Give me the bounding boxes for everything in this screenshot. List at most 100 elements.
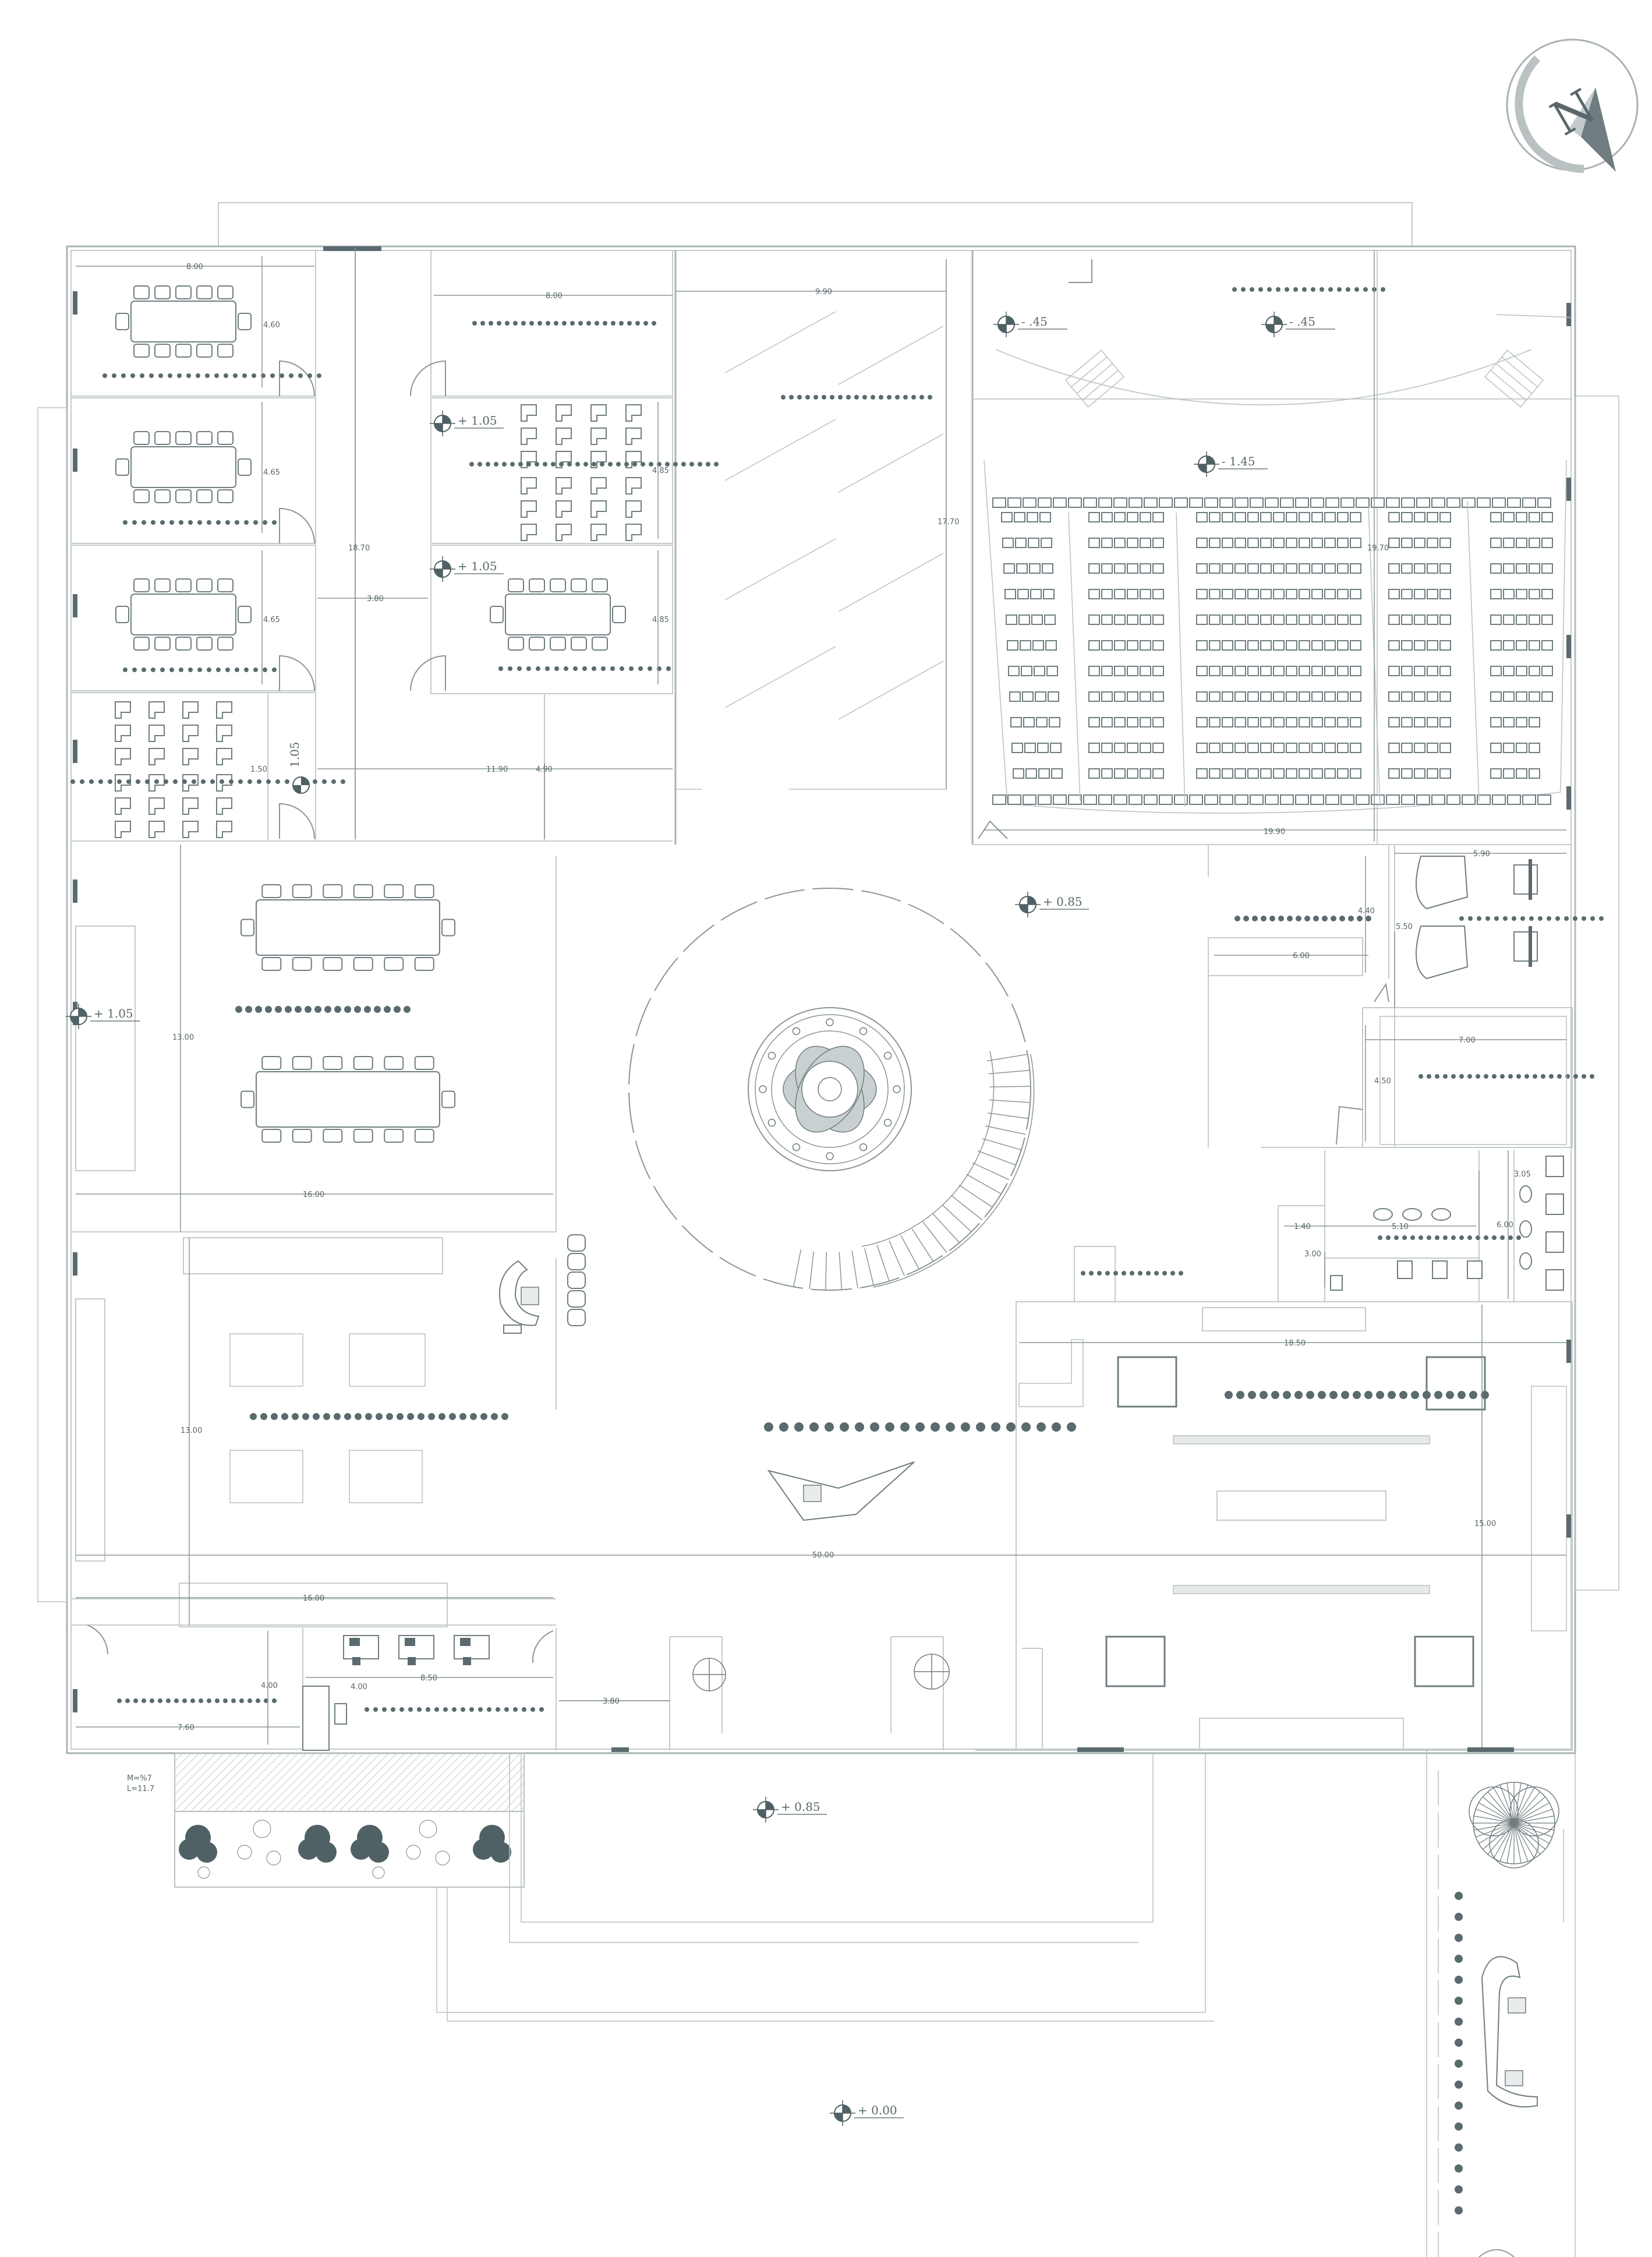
path-dot bbox=[188, 667, 193, 672]
path-dot bbox=[1582, 1074, 1586, 1079]
path-dot bbox=[391, 1707, 395, 1712]
chair-icon bbox=[323, 1129, 343, 1143]
path-dot bbox=[1455, 2060, 1463, 2068]
seat bbox=[1219, 794, 1233, 805]
seat bbox=[1311, 512, 1323, 522]
path-dot bbox=[1341, 1391, 1349, 1399]
path-dot bbox=[229, 779, 234, 784]
path-dot bbox=[207, 520, 211, 525]
path-dot bbox=[620, 666, 624, 671]
path-dot bbox=[192, 779, 196, 784]
path-dot bbox=[1366, 916, 1371, 921]
path-dot bbox=[1081, 1271, 1085, 1276]
path-dot bbox=[504, 1707, 509, 1712]
palm-frond bbox=[1482, 1822, 1515, 1850]
level-marker: - .45 bbox=[1261, 312, 1335, 337]
seat bbox=[1439, 589, 1451, 599]
stair-tread bbox=[989, 1069, 1030, 1075]
path-dot bbox=[1476, 1074, 1480, 1079]
path-dot bbox=[407, 1413, 414, 1420]
seat bbox=[1401, 538, 1413, 548]
seat bbox=[1152, 666, 1164, 676]
seat bbox=[1260, 691, 1272, 702]
path-dot bbox=[665, 462, 670, 467]
seat bbox=[1247, 691, 1259, 702]
desk-chair-icon bbox=[182, 821, 199, 838]
path-dot bbox=[151, 520, 155, 525]
path-dot bbox=[270, 373, 275, 378]
seat bbox=[1286, 563, 1297, 574]
path-dot bbox=[1494, 916, 1499, 921]
path-dot bbox=[1418, 1235, 1423, 1240]
path-dot bbox=[498, 666, 503, 671]
seat bbox=[1280, 497, 1294, 508]
seat bbox=[1027, 512, 1038, 522]
seat bbox=[1159, 794, 1173, 805]
seat bbox=[1140, 512, 1151, 522]
palm-frond bbox=[1513, 1785, 1529, 1824]
path-dot bbox=[225, 667, 230, 672]
seat bbox=[1503, 717, 1515, 727]
seat bbox=[1427, 538, 1438, 548]
student-desk bbox=[216, 701, 232, 719]
path-dot bbox=[98, 779, 103, 784]
path-dot bbox=[1376, 1391, 1384, 1399]
seat bbox=[1129, 794, 1142, 805]
path-dot bbox=[487, 1707, 491, 1712]
seat bbox=[1042, 563, 1053, 574]
bolt bbox=[759, 1085, 767, 1093]
seat bbox=[1015, 538, 1027, 548]
seat bbox=[1234, 640, 1246, 651]
path-dot bbox=[1451, 1235, 1456, 1240]
seat bbox=[1152, 614, 1164, 625]
bolt bbox=[883, 1118, 892, 1127]
path-dot bbox=[632, 462, 637, 467]
seat bbox=[1529, 717, 1540, 727]
seat bbox=[1222, 768, 1233, 779]
seat bbox=[1490, 717, 1502, 727]
student-desk bbox=[590, 477, 607, 495]
path-dot bbox=[179, 667, 183, 672]
student-desk bbox=[556, 404, 572, 422]
path-dot bbox=[1435, 1074, 1439, 1079]
seat bbox=[1174, 794, 1188, 805]
student-desk bbox=[521, 524, 537, 541]
path-dot bbox=[592, 462, 596, 467]
seat bbox=[1114, 512, 1126, 522]
path-dot bbox=[1590, 916, 1595, 921]
table-top bbox=[505, 594, 611, 635]
path-dot bbox=[472, 321, 477, 326]
path-dot bbox=[616, 462, 621, 467]
seat bbox=[1388, 538, 1400, 548]
seat bbox=[1503, 768, 1515, 779]
chair-icon bbox=[133, 489, 150, 503]
seat bbox=[1356, 794, 1370, 805]
seat bbox=[1414, 512, 1425, 522]
seat bbox=[1337, 666, 1349, 676]
path-dot bbox=[434, 1707, 439, 1712]
svg-text:4.00: 4.00 bbox=[261, 1682, 278, 1690]
seat bbox=[1516, 589, 1527, 599]
path-dot bbox=[302, 1413, 309, 1420]
chair-icon bbox=[384, 884, 404, 898]
path-dot bbox=[174, 1698, 179, 1703]
palm-frond bbox=[1513, 1809, 1552, 1824]
path-dot bbox=[1434, 1391, 1442, 1399]
seat bbox=[1490, 666, 1502, 676]
seat bbox=[1427, 743, 1438, 753]
seat bbox=[1152, 717, 1164, 727]
stair-tread bbox=[972, 1162, 1010, 1181]
seat bbox=[1273, 538, 1285, 548]
path-dot bbox=[1339, 916, 1345, 921]
svg-text:6.00: 6.00 bbox=[1497, 1221, 1513, 1230]
path-dot bbox=[779, 1422, 788, 1432]
path-dot bbox=[133, 1698, 138, 1703]
path-dot bbox=[1529, 916, 1534, 921]
palm-frond bbox=[1482, 1796, 1515, 1824]
bolt bbox=[826, 1152, 834, 1160]
path-dot bbox=[529, 321, 534, 326]
seat bbox=[1427, 589, 1438, 599]
path-dot bbox=[689, 462, 694, 467]
path-dot bbox=[1271, 1391, 1279, 1399]
seat bbox=[1311, 666, 1323, 676]
